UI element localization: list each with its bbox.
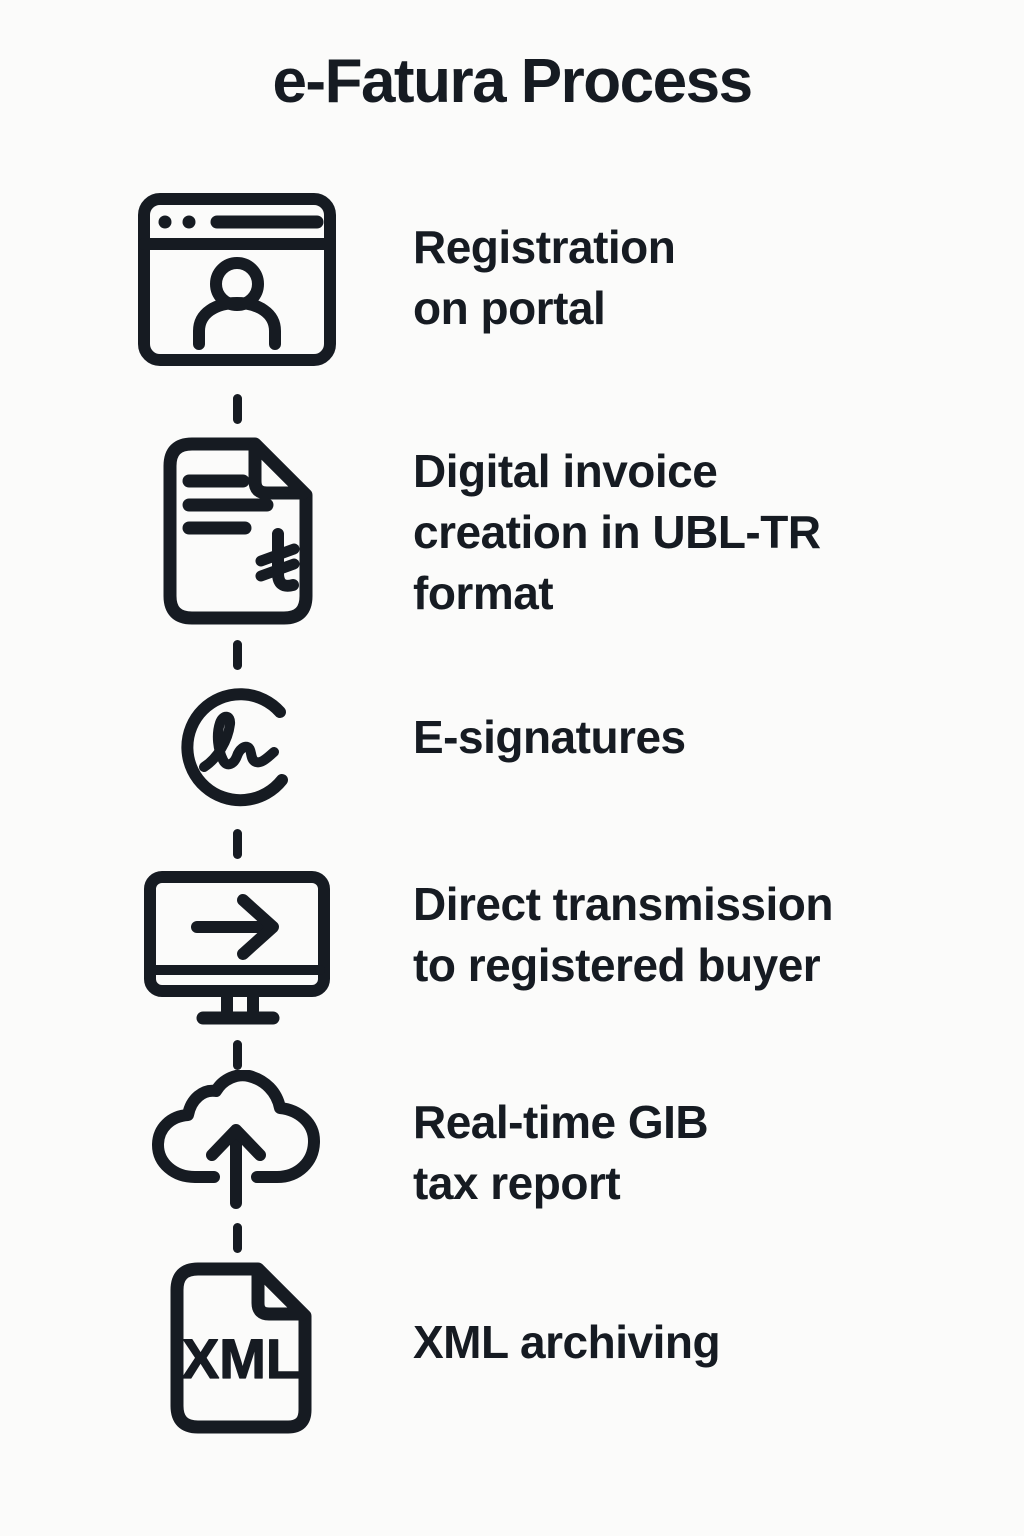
connector-dash [233, 1223, 242, 1253]
invoice-lira-document-icon [163, 437, 313, 625]
step-label-xml-archiving: XML archiving [413, 1316, 721, 1368]
connector-dash [233, 640, 242, 670]
xml-file-icon: XML [170, 1262, 312, 1434]
connector-dash [233, 829, 242, 859]
e-signature-circle-icon [177, 683, 305, 811]
connector-dash [233, 1040, 242, 1070]
step-label-registration: Registration on portal [413, 221, 676, 334]
step-label-invoice-creation: Digital invoice creation in UBL-TR forma… [413, 445, 821, 619]
monitor-send-arrow-icon [143, 870, 331, 1030]
step-label-gib-tax-report: Real-time GIB tax report [413, 1096, 709, 1209]
cloud-upload-icon [150, 1070, 322, 1210]
page-title: e-Fatura Process [272, 47, 753, 116]
step-label-e-signatures: E-signatures [413, 711, 686, 763]
browser-user-icon [137, 192, 337, 367]
step-label-direct-transmission: Direct transmission to registered buyer [413, 878, 833, 991]
xml-badge-text: XML [182, 1327, 300, 1390]
connector-dash [233, 394, 242, 424]
